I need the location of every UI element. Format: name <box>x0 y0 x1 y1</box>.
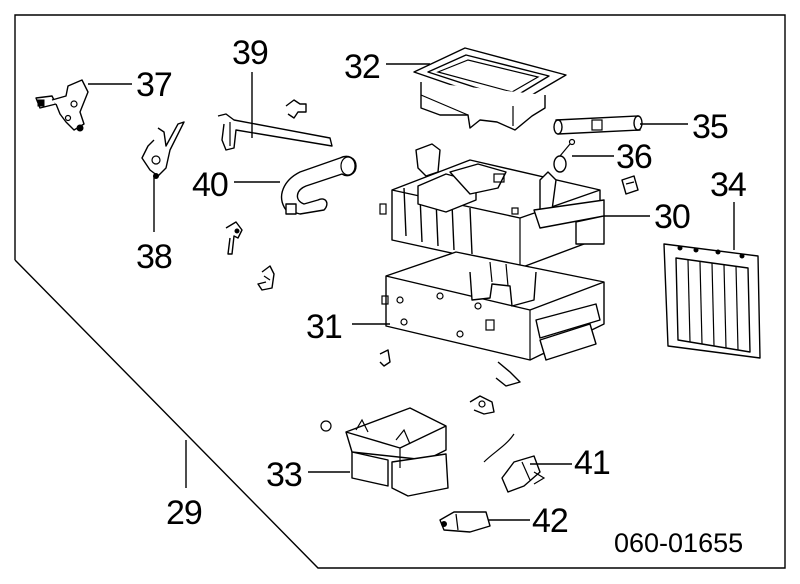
part-32-filter-frame[interactable] <box>413 47 567 131</box>
part-38-lever[interactable] <box>141 121 185 179</box>
part-42-piece[interactable] <box>439 511 491 533</box>
callout-29: 29 <box>166 494 202 532</box>
part-33-duct[interactable] <box>320 407 449 497</box>
callout-37: 37 <box>136 66 172 104</box>
part-40-link[interactable] <box>281 155 357 215</box>
callout-30: 30 <box>654 198 690 236</box>
callout-38: 38 <box>136 238 172 276</box>
callout-42: 42 <box>532 502 568 540</box>
callout-41: 41 <box>574 444 610 482</box>
diagram-code: 060-01655 <box>614 528 743 558</box>
part-36-sensor[interactable] <box>553 138 576 173</box>
part-clip-b[interactable] <box>257 265 275 291</box>
callout-labels: 29 30 31 32 33 34 35 36 37 38 39 40 41 4… <box>136 34 747 558</box>
leader-lines <box>88 63 735 521</box>
callout-33: 33 <box>266 456 302 494</box>
part-pin[interactable] <box>285 99 307 119</box>
part-41-damper[interactable] <box>501 455 546 493</box>
callout-40: 40 <box>192 166 228 204</box>
part-37-bracket[interactable] <box>35 79 89 132</box>
part-30-upper-case[interactable] <box>379 143 605 269</box>
part-34-heater-core[interactable] <box>663 243 761 359</box>
part-fitting-b[interactable] <box>469 395 495 415</box>
callout-36: 36 <box>616 138 652 176</box>
callout-34: 34 <box>710 166 746 204</box>
frame-border <box>14 14 786 569</box>
part-31-lower-case[interactable] <box>381 251 605 387</box>
part-wire <box>483 433 515 463</box>
part-clip-c[interactable] <box>621 175 639 195</box>
callout-32: 32 <box>344 48 380 86</box>
part-clip-a[interactable] <box>225 221 243 255</box>
part-fitting-a[interactable] <box>379 349 391 367</box>
callout-31: 31 <box>306 308 342 346</box>
callout-35: 35 <box>692 108 728 146</box>
part-35-tube[interactable] <box>553 115 643 135</box>
callout-39: 39 <box>232 34 268 72</box>
part-39-rod[interactable] <box>217 113 333 151</box>
